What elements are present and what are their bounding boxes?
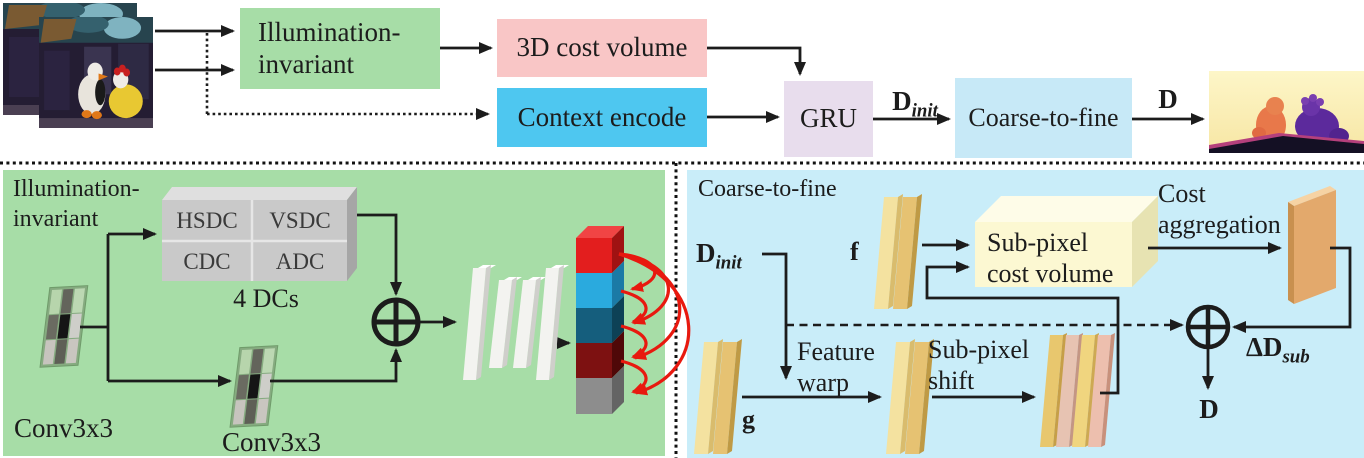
subpixel-shift-line2: shift <box>928 366 975 395</box>
stereo-right-image-art <box>39 15 153 128</box>
delta-d-main: ΔD <box>1246 332 1283 362</box>
delta-d-sub: sub <box>1282 346 1310 368</box>
dc-label-vsdc: VSDC <box>269 208 331 233</box>
subpixel-shift-label: Sub-pixel shift <box>928 334 1029 396</box>
cost-aggregation-label: Cost aggregation <box>1158 178 1281 240</box>
left-panel-title-line2: invariant <box>13 206 99 232</box>
d-init-sub-panel: init <box>715 252 742 274</box>
illumination-box-line2: invariant <box>258 48 354 79</box>
context-encode-box: Context encode <box>497 88 707 147</box>
d-init-label-top: Dinit <box>877 86 953 120</box>
left-panel-title-line1: Illumination- <box>13 176 140 202</box>
subpixel-cost-volume-line1: Sub-pixel <box>987 228 1089 257</box>
cost-volume-box-label: 3D cost volume <box>516 32 688 63</box>
right-panel-title: Coarse-to-fine <box>698 176 837 202</box>
d-init-main-top: D <box>892 86 912 116</box>
delta-d-sub-label: ΔDsub <box>1246 332 1310 366</box>
dc-label-adc: ADC <box>275 249 325 274</box>
subpixel-cost-volume-label: Sub-pixel cost volume <box>987 227 1113 289</box>
cost-volume-box: 3D cost volume <box>497 19 707 77</box>
feature-warp-line2: warp <box>797 368 849 397</box>
gru-box-label: GRU <box>799 103 857 134</box>
subpixel-cost-volume-line2: cost volume <box>987 259 1114 288</box>
stereo-right-image <box>39 15 153 128</box>
cost-aggregation-line2: aggregation <box>1158 210 1281 239</box>
conv3x3-label-2: Conv3x3 <box>222 427 322 457</box>
dc-label-hsdc: HSDC <box>176 208 238 233</box>
conv3x3-label-1: Conv3x3 <box>14 413 114 443</box>
context-encode-box-label: Context encode <box>517 101 687 132</box>
g-label: g <box>742 405 755 434</box>
d-label-top: D <box>1158 84 1178 114</box>
d-init-label-panel: Dinit <box>696 238 742 272</box>
arrow-costvolume-to-gru <box>707 46 806 76</box>
feature-warp-line1: Feature <box>797 337 875 366</box>
illumination-box-line1: Illumination- <box>258 16 401 47</box>
dc-caption: 4 DCs <box>233 284 299 313</box>
d-init-main-panel: D <box>696 238 716 268</box>
disparity-map-art <box>1209 71 1364 153</box>
disparity-map-image <box>1209 71 1364 153</box>
d-label-final: D <box>1199 394 1219 424</box>
subpixel-shift-line1: Sub-pixel <box>928 335 1030 364</box>
coarse-to-fine-box-label: Coarse-to-fine <box>968 102 1119 132</box>
feature-warp-label: Feature warp <box>797 336 875 398</box>
f-label: f <box>850 237 859 266</box>
left-panel-title: Illumination- invariant <box>13 174 140 234</box>
gru-box: GRU <box>784 81 873 157</box>
illumination-invariant-box: Illumination- invariant <box>240 8 440 89</box>
dc-label-cdc: CDC <box>183 249 231 274</box>
d-init-sub-top: init <box>911 100 938 122</box>
coarse-to-fine-box: Coarse-to-fine <box>955 78 1132 158</box>
cost-aggregation-line1: Cost <box>1158 179 1206 208</box>
